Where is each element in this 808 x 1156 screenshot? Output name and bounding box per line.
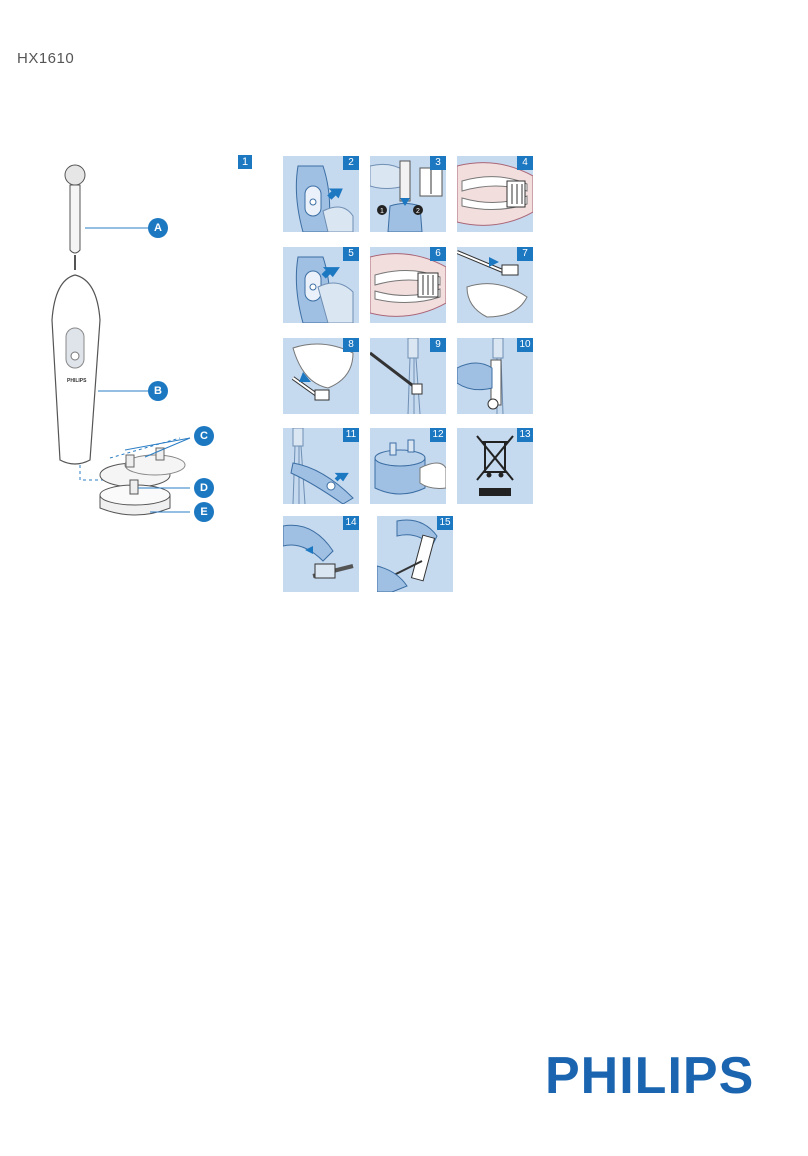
crossed-bin-icon <box>476 435 514 496</box>
step-badge-7: 7 <box>517 247 533 261</box>
brushing-molars-illustration <box>370 253 446 317</box>
step-panel-9: 9 <box>370 338 446 414</box>
step-panel-15: 15 <box>377 516 453 592</box>
step-panel-10: 10 <box>457 338 533 414</box>
model-number: HX1610 <box>17 50 75 67</box>
step-badge-12: 12 <box>430 428 446 442</box>
callout-c: C <box>194 426 214 446</box>
step-panel-14: 14 <box>283 516 359 592</box>
brush-lower-teeth-illustration <box>291 343 354 401</box>
step-panel-13: 13 <box>457 428 533 504</box>
callout-d: D <box>194 478 214 498</box>
open-handle-illustration <box>283 524 354 579</box>
step-panel-7: 7 <box>457 247 533 323</box>
step-panel-2: 2 <box>283 156 359 232</box>
step-1-badge: 1 <box>238 155 252 169</box>
step-badge-13: 13 <box>517 428 533 442</box>
step-panel-4: 4 <box>457 156 533 232</box>
step-badge-3: 3 <box>430 156 446 170</box>
marker-1: 1 <box>380 208 384 215</box>
brush-inside-teeth-illustration <box>457 250 528 318</box>
step-badge-5: 5 <box>343 247 359 261</box>
clean-charger-illustration <box>374 439 446 495</box>
step-panel-3: 1 2 3 <box>370 156 446 232</box>
rinse-brush-illustration <box>370 338 423 414</box>
handle-brand-label: PHILIPS <box>67 378 87 384</box>
step-panel-12: 12 <box>370 428 446 504</box>
callout-a: A <box>148 218 168 238</box>
step-panel-5: 5 <box>283 247 359 323</box>
rinse-handle-illustration <box>290 428 354 504</box>
marker-2: 2 <box>416 208 420 215</box>
step-badge-10: 10 <box>517 338 533 352</box>
philips-logo: PHILIPS <box>545 1047 755 1105</box>
step-badge-6: 6 <box>430 247 446 261</box>
brushing-teeth-illustration <box>457 162 533 226</box>
step-panel-8: 8 <box>283 338 359 414</box>
step-panel-11: 11 <box>283 428 359 504</box>
press-button-illustration <box>295 165 354 232</box>
product-overview: PHILIPS A B C D E <box>40 150 240 530</box>
remove-battery-illustration <box>377 519 438 592</box>
step-panel-6: 6 <box>370 247 446 323</box>
step-badge-4: 4 <box>517 156 533 170</box>
step-badge-9: 9 <box>430 338 446 352</box>
step-badge-11: 11 <box>343 428 359 442</box>
toothbrush-illustration <box>51 164 191 516</box>
step-badge-2: 2 <box>343 156 359 170</box>
rinse-head-illustration <box>457 338 504 414</box>
callout-b: B <box>148 381 168 401</box>
step-badge-8: 8 <box>343 338 359 352</box>
step-badge-14: 14 <box>343 516 359 530</box>
switch-on-illustration <box>295 256 354 323</box>
step-badge-15: 15 <box>437 516 453 530</box>
callout-e: E <box>194 502 214 522</box>
attach-brush-head-illustration: 1 2 <box>370 160 443 232</box>
